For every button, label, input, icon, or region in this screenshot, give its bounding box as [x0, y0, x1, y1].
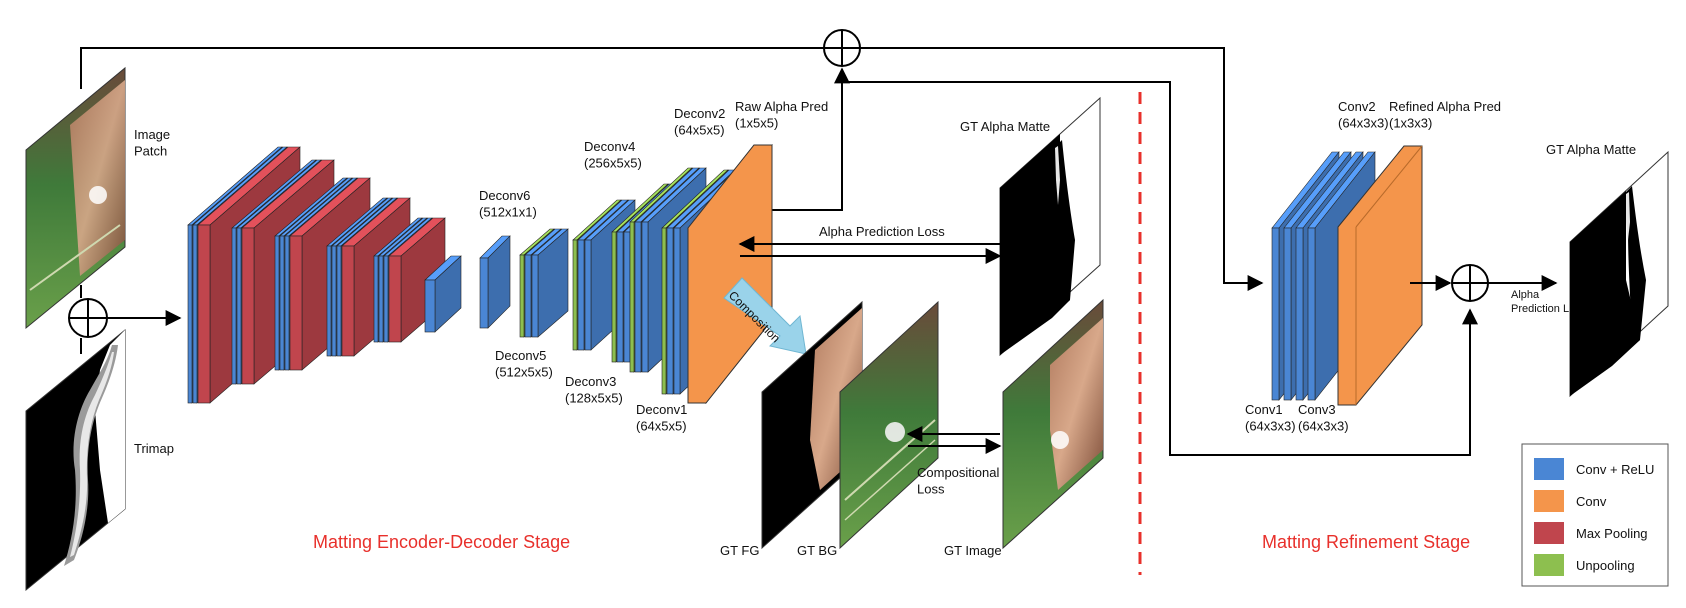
- gt-alpha-matte-label-mid: GT Alpha Matte: [960, 119, 1050, 134]
- legend-item: Conv: [1534, 490, 1607, 512]
- encoder-conv-6: [424, 255, 462, 333]
- refined-alpha-block: [1337, 145, 1423, 406]
- gt-alpha-matte-panel-mid: [999, 96, 1101, 357]
- raw-alpha-block: [687, 143, 773, 405]
- conv3-label: Conv3(64x3x3): [1298, 402, 1349, 433]
- deconv4-label: Deconv4(256x5x5): [584, 139, 642, 170]
- refinement-blocks: [1271, 151, 1376, 401]
- compositional-loss-arrows: [906, 426, 1002, 454]
- legend-item: Conv + ReLU: [1534, 458, 1654, 480]
- deconv5-conv-b-block: [531, 228, 569, 338]
- legend-label: Conv + ReLU: [1576, 462, 1654, 477]
- gt-alpha-matte-panel-right: [1569, 150, 1669, 398]
- legend-label: Conv: [1576, 494, 1607, 509]
- legend-swatch: [1534, 490, 1564, 512]
- legend-label: Unpooling: [1576, 558, 1635, 573]
- gt-alpha-matte-label-right: GT Alpha Matte: [1546, 142, 1636, 157]
- gt-bg-panel: [839, 300, 939, 550]
- legend-swatch: [1534, 554, 1564, 576]
- deconv3-label: Deconv3(128x5x5): [565, 374, 623, 405]
- skip-connection-top: [80, 29, 1478, 456]
- deconv2-label: Deconv2(64x5x5): [674, 106, 725, 137]
- encoder-blocks: [187, 146, 462, 404]
- trimap-label: Trimap: [134, 441, 174, 456]
- deconv5-label: Deconv5(512x5x5): [495, 348, 553, 379]
- alpha-loss-arrows: [738, 236, 1002, 264]
- gt-fg-label: GT FG: [720, 543, 759, 558]
- raw-alpha-label: Raw Alpha Pred(1x5x5): [735, 99, 828, 130]
- gt-image-label: GT Image: [944, 543, 1002, 558]
- refined-alpha-label: Refined Alpha Pred(1x3x3): [1389, 99, 1501, 130]
- encoder-decoder-stage-title: Matting Encoder-Decoder Stage: [313, 532, 570, 552]
- conv1-label: Conv1(64x3x3): [1245, 402, 1296, 433]
- gt-image-panel: [1002, 298, 1104, 550]
- image-patch-panel: [25, 66, 126, 330]
- deconv6-block: [479, 235, 511, 329]
- refinement-stage-title: Matting Refinement Stage: [1262, 532, 1470, 552]
- trimap-panel: [25, 328, 126, 592]
- concat-input: [68, 285, 182, 354]
- deconv6-label: Deconv6(512x1x1): [479, 188, 537, 219]
- conv2-label: Conv2(64x3x3): [1338, 99, 1389, 130]
- legend-label: Max Pooling: [1576, 526, 1648, 541]
- legend-swatch: [1534, 522, 1564, 544]
- gt-bg-label: GT BG: [797, 543, 837, 558]
- decoder-blocks: [479, 167, 743, 395]
- legend-item: Unpooling: [1534, 554, 1635, 576]
- alpha-prediction-loss-label: Alpha Prediction Loss: [819, 224, 945, 239]
- legend-item: Max Pooling: [1534, 522, 1648, 544]
- deconv1-label: Deconv1(64x5x5): [636, 402, 687, 433]
- refinement-concat: [1410, 264, 1558, 302]
- legend-swatch: [1534, 458, 1564, 480]
